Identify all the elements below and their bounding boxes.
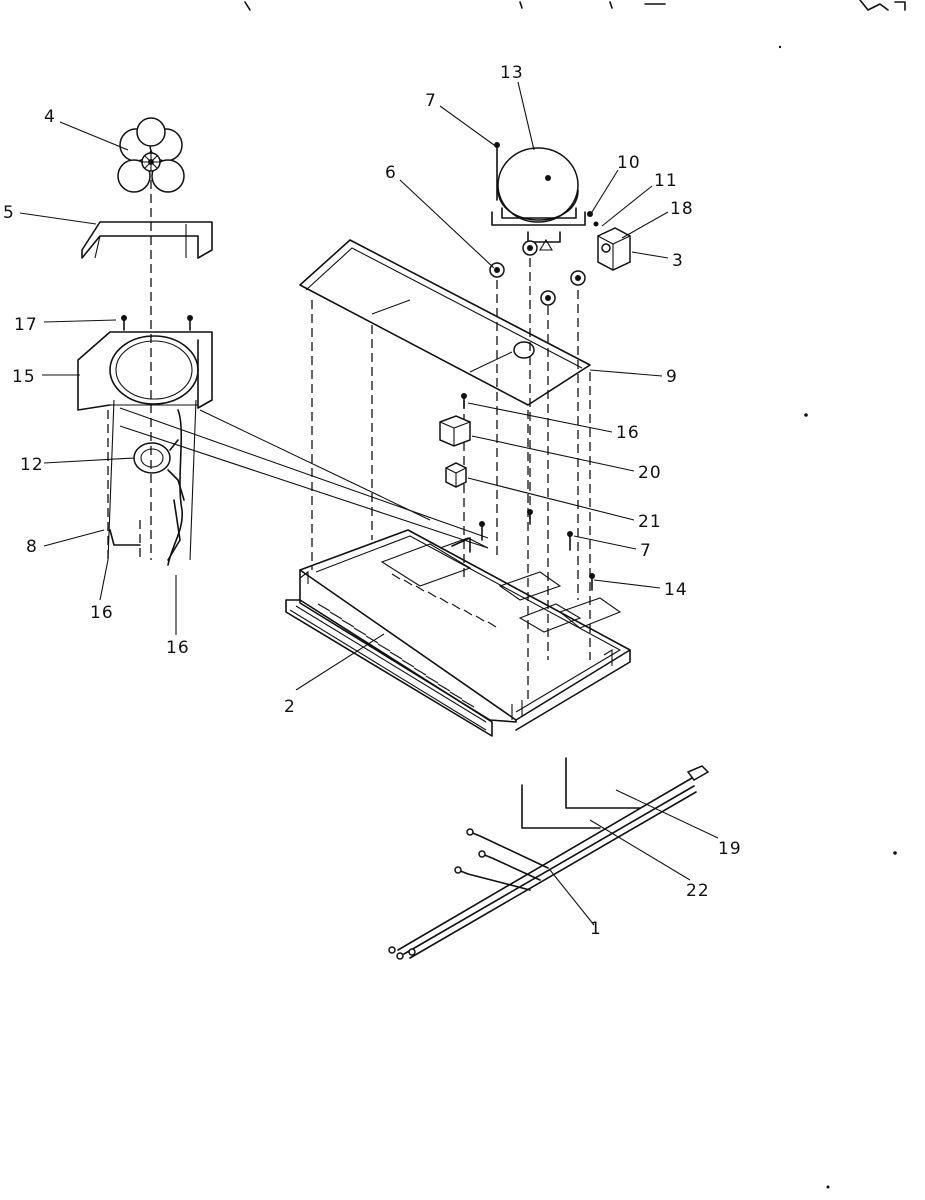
screw-16-shelf xyxy=(461,393,467,409)
callout-9: 9 xyxy=(666,367,678,387)
grommets xyxy=(489,238,586,306)
callout-13: 13 xyxy=(500,63,524,83)
callout-4: 4 xyxy=(44,107,56,127)
compressor xyxy=(491,147,586,243)
fan-blade xyxy=(117,117,185,193)
callout-2: 2 xyxy=(284,697,296,717)
duct-connector-lines xyxy=(119,407,489,549)
callout-10: 10 xyxy=(617,153,641,173)
callout-19: 19 xyxy=(718,839,742,859)
callout-7-base: 7 xyxy=(640,541,652,561)
scan-specks xyxy=(778,45,897,1189)
callout-11: 11 xyxy=(654,171,678,191)
fan-shroud xyxy=(77,331,213,561)
relay-overload xyxy=(587,211,631,271)
callout-1: 1 xyxy=(590,919,602,939)
screw-7-top xyxy=(494,142,500,201)
callout-20: 20 xyxy=(638,463,662,483)
part-20 xyxy=(439,415,471,447)
wire-harness xyxy=(388,757,710,960)
callout-12: 12 xyxy=(20,455,44,475)
screw-17 xyxy=(121,315,193,331)
callout-3: 3 xyxy=(672,251,684,271)
callout-16-a: 16 xyxy=(90,603,114,623)
callout-5: 5 xyxy=(3,203,15,223)
compressor-shelf xyxy=(299,239,591,406)
callout-8: 8 xyxy=(26,537,38,557)
callout-16-b: 16 xyxy=(166,638,190,658)
callout-16-c: 16 xyxy=(616,423,640,443)
motor-wires xyxy=(167,409,183,566)
callout-18: 18 xyxy=(670,199,694,219)
fan-centerline xyxy=(107,180,152,560)
callout-17: 17 xyxy=(14,315,38,335)
fan-bracket xyxy=(81,221,213,259)
base-pan xyxy=(285,529,631,737)
base-screws xyxy=(451,509,595,591)
callout-22: 22 xyxy=(686,881,710,901)
base-vents xyxy=(317,573,497,708)
callout-labels: 4 5 17 15 12 8 16 16 7 6 13 10 11 18 3 9… xyxy=(3,63,742,939)
callout-21: 21 xyxy=(638,512,662,532)
part-21 xyxy=(445,462,467,488)
callout-14: 14 xyxy=(664,580,688,600)
cropped-header-marks xyxy=(244,0,906,11)
fan-motor xyxy=(133,439,185,501)
callout-6: 6 xyxy=(385,163,397,183)
callout-15: 15 xyxy=(12,367,36,387)
callout-7-top: 7 xyxy=(425,91,437,111)
leader-lines xyxy=(19,81,719,926)
